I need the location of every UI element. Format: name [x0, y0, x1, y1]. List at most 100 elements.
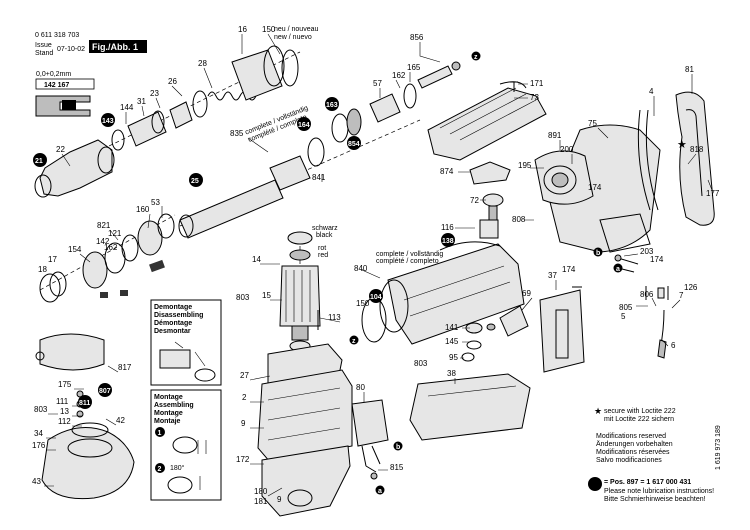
marker-b-1: b: [596, 250, 600, 257]
note-neu-nouveau: neu / nouveau: [274, 26, 318, 33]
screws: [317, 81, 669, 330]
callout-174a: 174: [588, 183, 602, 192]
callout-803c: 803: [34, 405, 48, 414]
svg-text:2: 2: [158, 466, 162, 473]
ring-26: [192, 90, 208, 118]
fig-label-box: [89, 40, 147, 53]
legend-star-icon: ★: [594, 406, 602, 416]
sleeve-23: [169, 101, 193, 129]
callout-177: 177: [706, 189, 720, 198]
demontage-line-3: Démontage: [154, 320, 192, 327]
callout-874: 874: [440, 167, 454, 176]
legend-mod-fr: Modifications réservées: [596, 449, 670, 456]
demontage-box: Demontage Disassembling Démontage Desmon…: [150, 299, 222, 386]
montage-line-1: Montage: [154, 394, 183, 401]
callout-808: 808: [512, 215, 526, 224]
callout-803b: 803: [236, 293, 250, 302]
bubble-21-label: 21: [35, 158, 43, 165]
callout-81: 81: [685, 65, 694, 74]
spindle-gear: [269, 155, 311, 191]
callout-817: 817: [118, 363, 132, 372]
callout-821: 821: [97, 221, 111, 230]
bubble-163: [325, 97, 339, 111]
sleeve-31: [127, 111, 167, 147]
bubble-811: [78, 395, 92, 409]
marker-z-1: z: [474, 54, 478, 61]
issue-label: Issue: [35, 42, 52, 49]
callout-34: 34: [34, 429, 43, 438]
callout-9a: 9: [241, 419, 246, 428]
bubble-854-label: 854: [348, 141, 360, 148]
legend-mod-de: Änderungen vorbehalten: [596, 440, 673, 448]
plate-37: [539, 289, 585, 373]
callout-26: 26: [168, 77, 177, 86]
callout-15: 15: [262, 291, 271, 300]
legend: ★ secure with Loctite 222 mit Loctite 22…: [588, 406, 722, 503]
callout-72: 72: [470, 196, 479, 205]
callout-175: 175: [58, 380, 72, 389]
callout-162: 162: [392, 71, 406, 80]
callout-891: 891: [548, 131, 562, 140]
spindle-assembly: [178, 61, 461, 239]
side-code: 1 619 973 189: [715, 425, 722, 470]
bubble-21: [33, 153, 47, 167]
callout-835: 835: [230, 129, 244, 138]
cylinder-840: [361, 241, 525, 345]
loctite-star-marker: ★: [677, 139, 687, 151]
callout-200: 200: [560, 145, 574, 154]
callout-856: 856: [410, 33, 424, 42]
callout-145: 145: [445, 337, 459, 346]
callout-141: 141: [445, 323, 459, 332]
legend-pos: = Pos. 897 = 1 617 000 431: [604, 479, 691, 486]
tolerance-ring-section: [62, 100, 76, 110]
ring-160: [137, 220, 163, 256]
ring-164: [307, 137, 325, 167]
note-red: red: [318, 252, 328, 259]
armature: [279, 231, 321, 360]
svg-text:1: 1: [158, 430, 162, 437]
callout-121: 121: [108, 229, 122, 238]
callout-57: 57: [373, 79, 382, 88]
callout-69: 69: [522, 289, 531, 298]
callout-4: 4: [649, 87, 654, 96]
callout-75: 75: [588, 119, 597, 128]
header: 0 611 318 703 Issue Stand 07-10-02 Fig./…: [35, 32, 147, 57]
callout-116: 116: [441, 223, 454, 232]
tolerance-detail: 0,0+0,2mm 142 167: [35, 71, 95, 117]
callout-labels: 16 150 856 165 162 28 26 23 31 144 22 83…: [32, 25, 720, 506]
bearing-top: [287, 231, 313, 245]
ring-53: [157, 213, 175, 239]
text-annotations: neu / nouveau new / nuevo complete / vol…: [244, 26, 443, 265]
ring-154: [82, 251, 108, 289]
callout-160: 160: [136, 205, 150, 214]
bubble-164: [297, 117, 311, 131]
callout-172: 172: [236, 455, 250, 464]
legend-loctite-de: mit Loctite 222 sichern: [604, 416, 674, 423]
disc-34: [71, 422, 109, 438]
ring-144: [111, 129, 125, 151]
callout-150: 150: [262, 25, 276, 34]
fig-label: Fig./Abb. 1: [92, 42, 138, 52]
callout-23: 23: [150, 89, 159, 98]
callout-73: 73: [530, 93, 539, 102]
callout-840: 840: [354, 264, 368, 273]
note-black: black: [316, 232, 333, 239]
part-69: [499, 305, 529, 337]
tool-holder-assembly: [34, 45, 301, 198]
demontage-line-4: Desmontar: [154, 328, 191, 335]
handle-81: [675, 91, 715, 226]
housing-bottom: [261, 445, 351, 517]
tolerance-codes: 142 167: [44, 82, 69, 89]
cylinder-body: [387, 243, 525, 345]
callout-95: 95: [449, 353, 458, 362]
note-new-nuevo: new / nuevo: [274, 34, 312, 41]
callout-42: 42: [116, 416, 125, 425]
gear-plate: [39, 333, 105, 371]
callout-180: 180: [254, 487, 268, 496]
montage-line-4: Montaje: [154, 418, 181, 425]
note-rot: rot: [318, 245, 326, 252]
callout-113: 113: [328, 313, 341, 322]
bubble-104-label: 104: [370, 294, 382, 301]
bubble-143: [101, 113, 115, 127]
